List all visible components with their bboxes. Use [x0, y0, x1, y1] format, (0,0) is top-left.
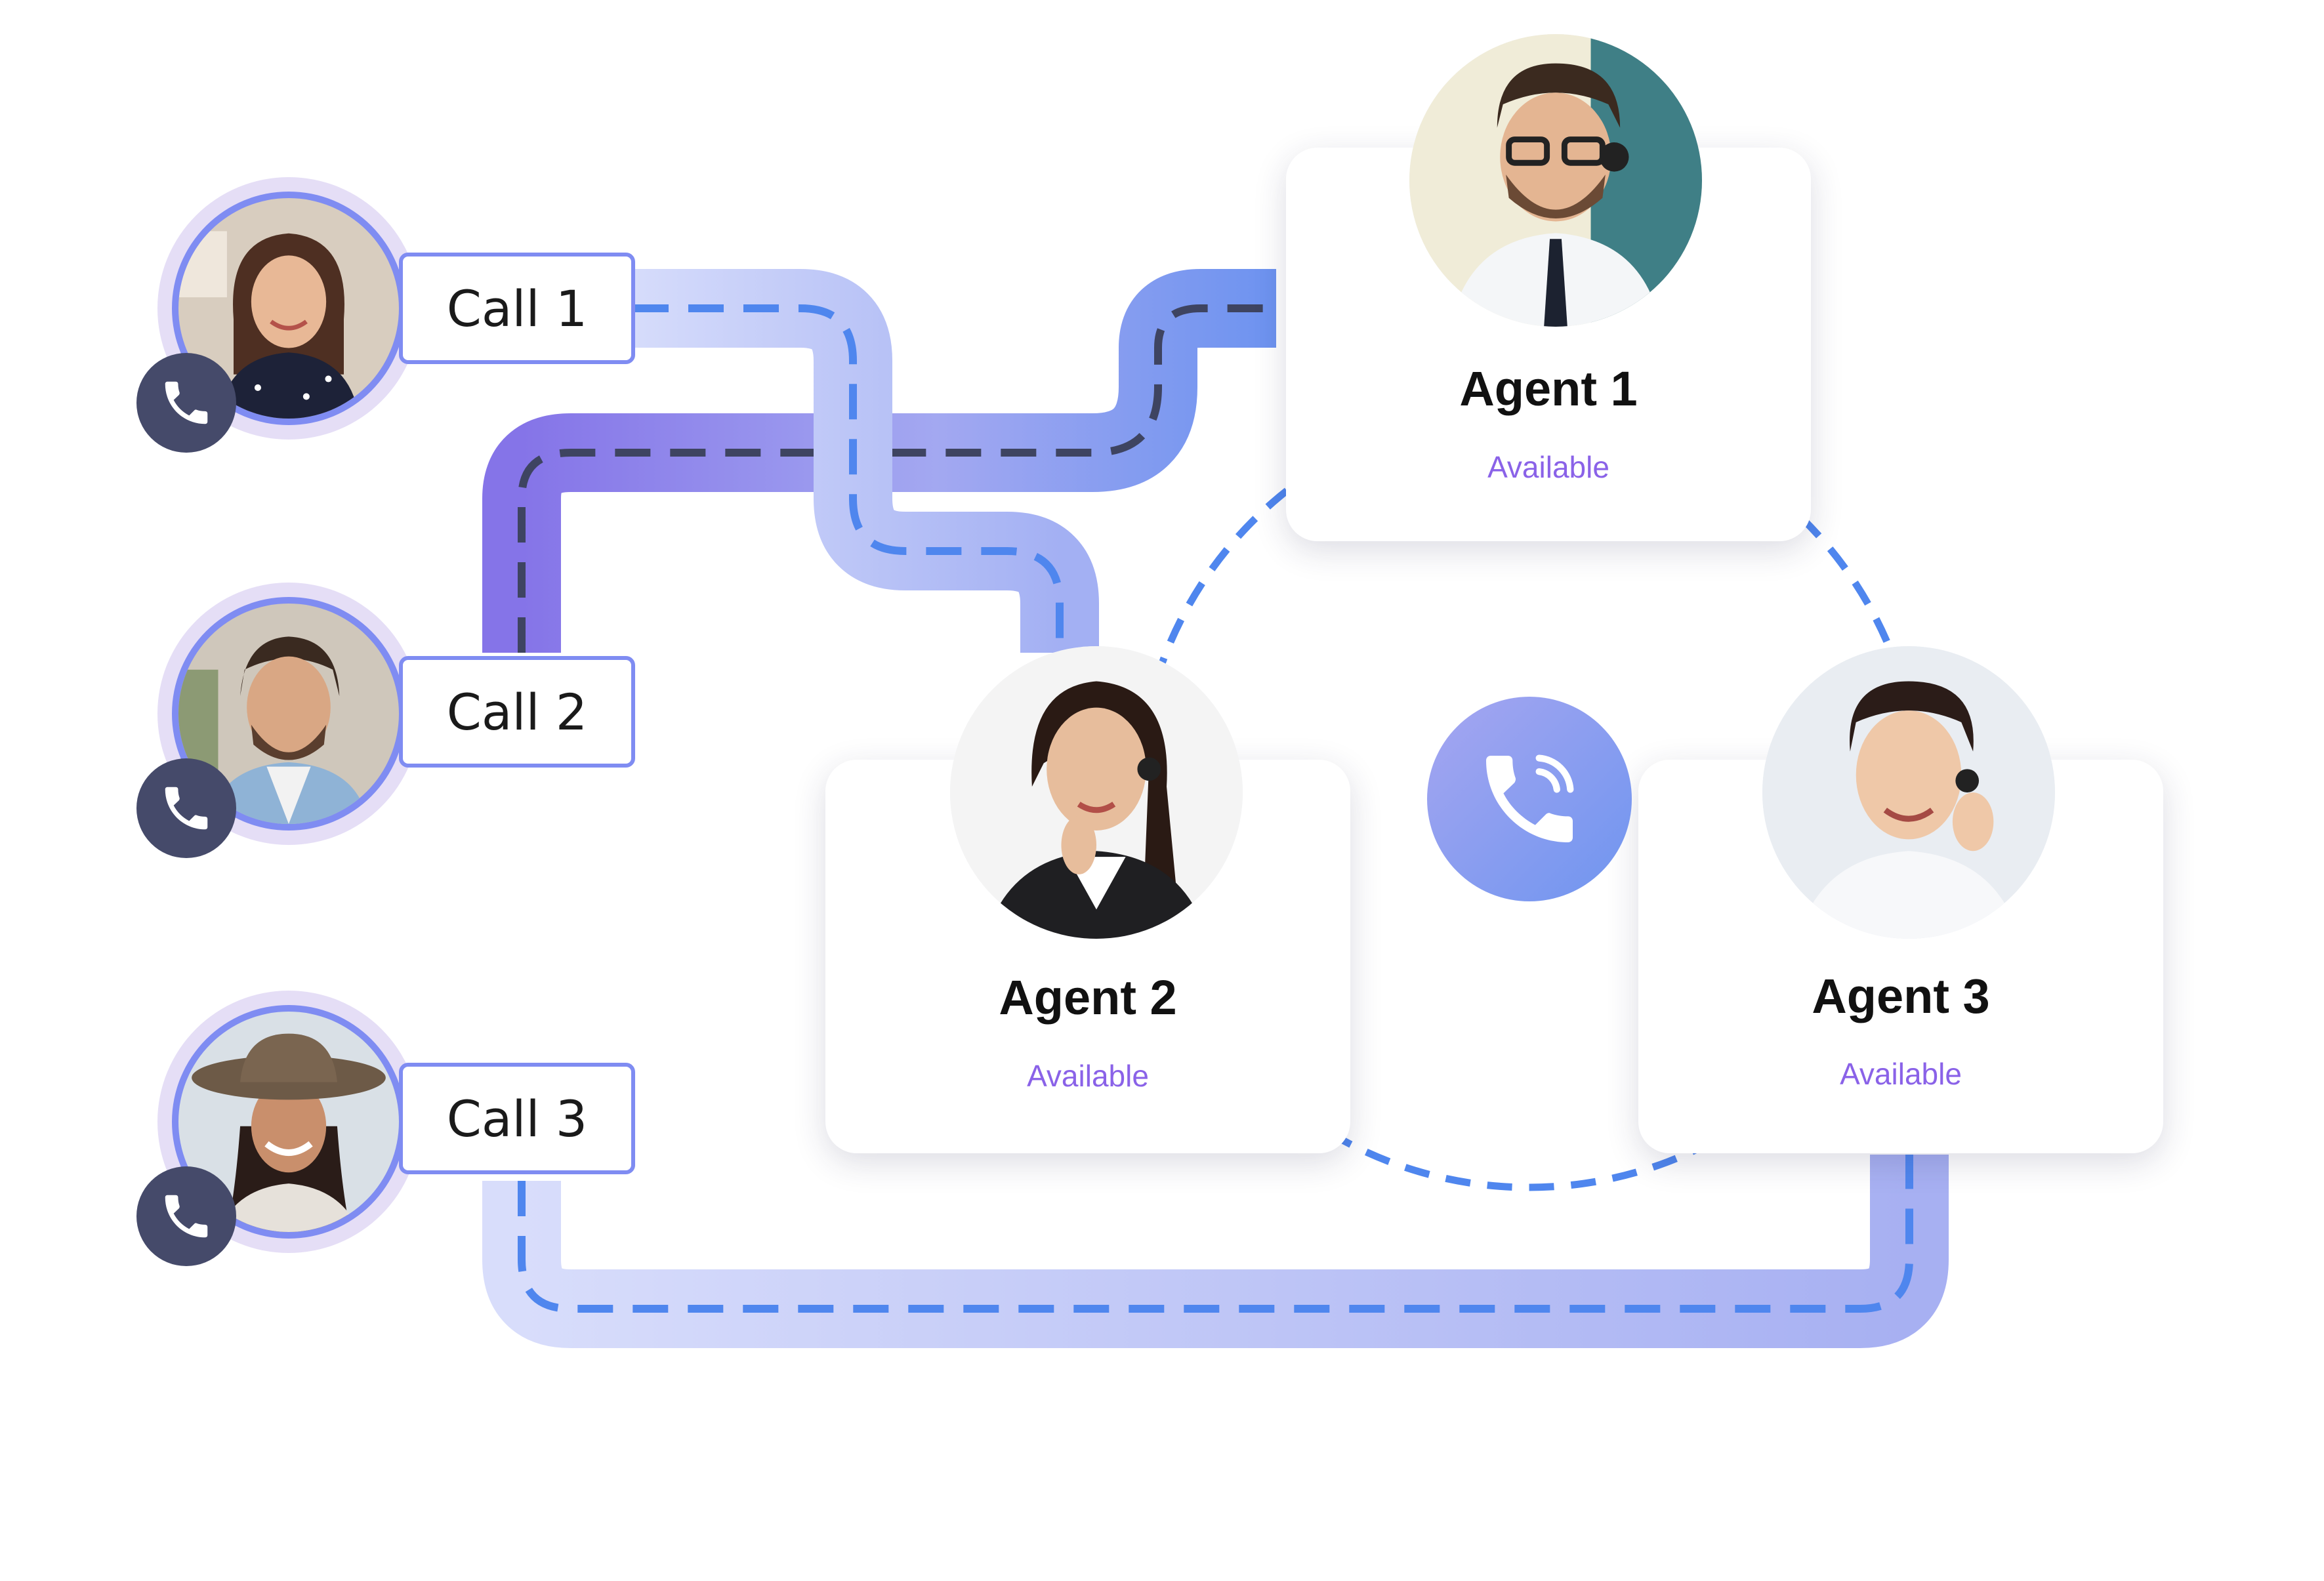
route-call2-agent1-dash: [518, 304, 1276, 653]
call-label-1: Call 1: [399, 253, 635, 364]
route-call3-agent3-dash: [518, 1155, 1913, 1313]
agent-photo-1: [1409, 34, 1702, 327]
caller-avatar-2: [136, 583, 420, 858]
agent-status-3: Available: [1840, 1057, 1962, 1091]
route-call1-agent2-dash: [633, 304, 1064, 653]
phone-icon: [165, 1195, 208, 1238]
phone-icon: [165, 381, 208, 424]
call-label-2: Call 2: [399, 656, 635, 768]
caller-avatar-1: [136, 177, 420, 453]
caller-phone-badge-2: [136, 758, 236, 858]
agent-photo-3: [1762, 646, 2055, 939]
caller-phone-badge-3: [136, 1166, 236, 1266]
center-phone-button: [1427, 697, 1632, 901]
route-call2-agent1: [482, 269, 1276, 653]
caller-avatar-3: [136, 991, 420, 1266]
route-call3-agent3: [482, 1155, 1949, 1348]
caller-phone-badge-1: [136, 353, 236, 453]
agent-name-3: Agent 3: [1812, 969, 1990, 1023]
agent-photo-2: [950, 646, 1243, 939]
agent-name-1: Agent 1: [1459, 361, 1638, 416]
phone-ringing-icon: [1486, 754, 1574, 842]
agent-name-2: Agent 2: [999, 970, 1177, 1025]
agent-status-2: Available: [1027, 1059, 1149, 1093]
phone-icon: [165, 787, 208, 830]
call-label-3: Call 3: [399, 1063, 635, 1174]
agent-status-1: Available: [1487, 450, 1609, 484]
